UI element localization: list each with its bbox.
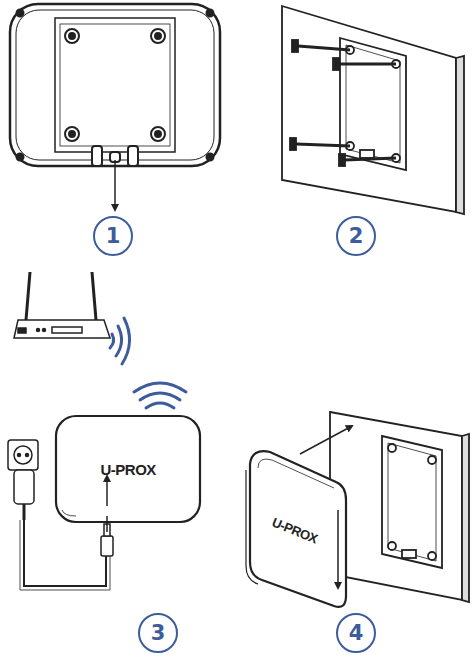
wall-mount-final [330, 412, 469, 602]
callout-circle: 1 [92, 215, 134, 257]
device-back [10, 4, 220, 210]
power-supply [8, 440, 113, 590]
hub-device [56, 416, 200, 522]
hub-device-angled [246, 451, 346, 607]
callout-number: 3 [151, 621, 166, 645]
router [14, 272, 110, 338]
callout-number: 2 [349, 224, 364, 248]
callout-circle: 4 [335, 612, 377, 654]
callout-circle: 3 [137, 612, 179, 654]
callout-circle: 2 [335, 215, 377, 257]
brand-logo: U-PROX [101, 461, 156, 478]
motion-arrows [300, 426, 352, 588]
wifi-waves [110, 318, 186, 408]
callout-number: 1 [106, 224, 121, 248]
callout-number: 4 [349, 621, 364, 645]
wall-mount [282, 6, 464, 214]
